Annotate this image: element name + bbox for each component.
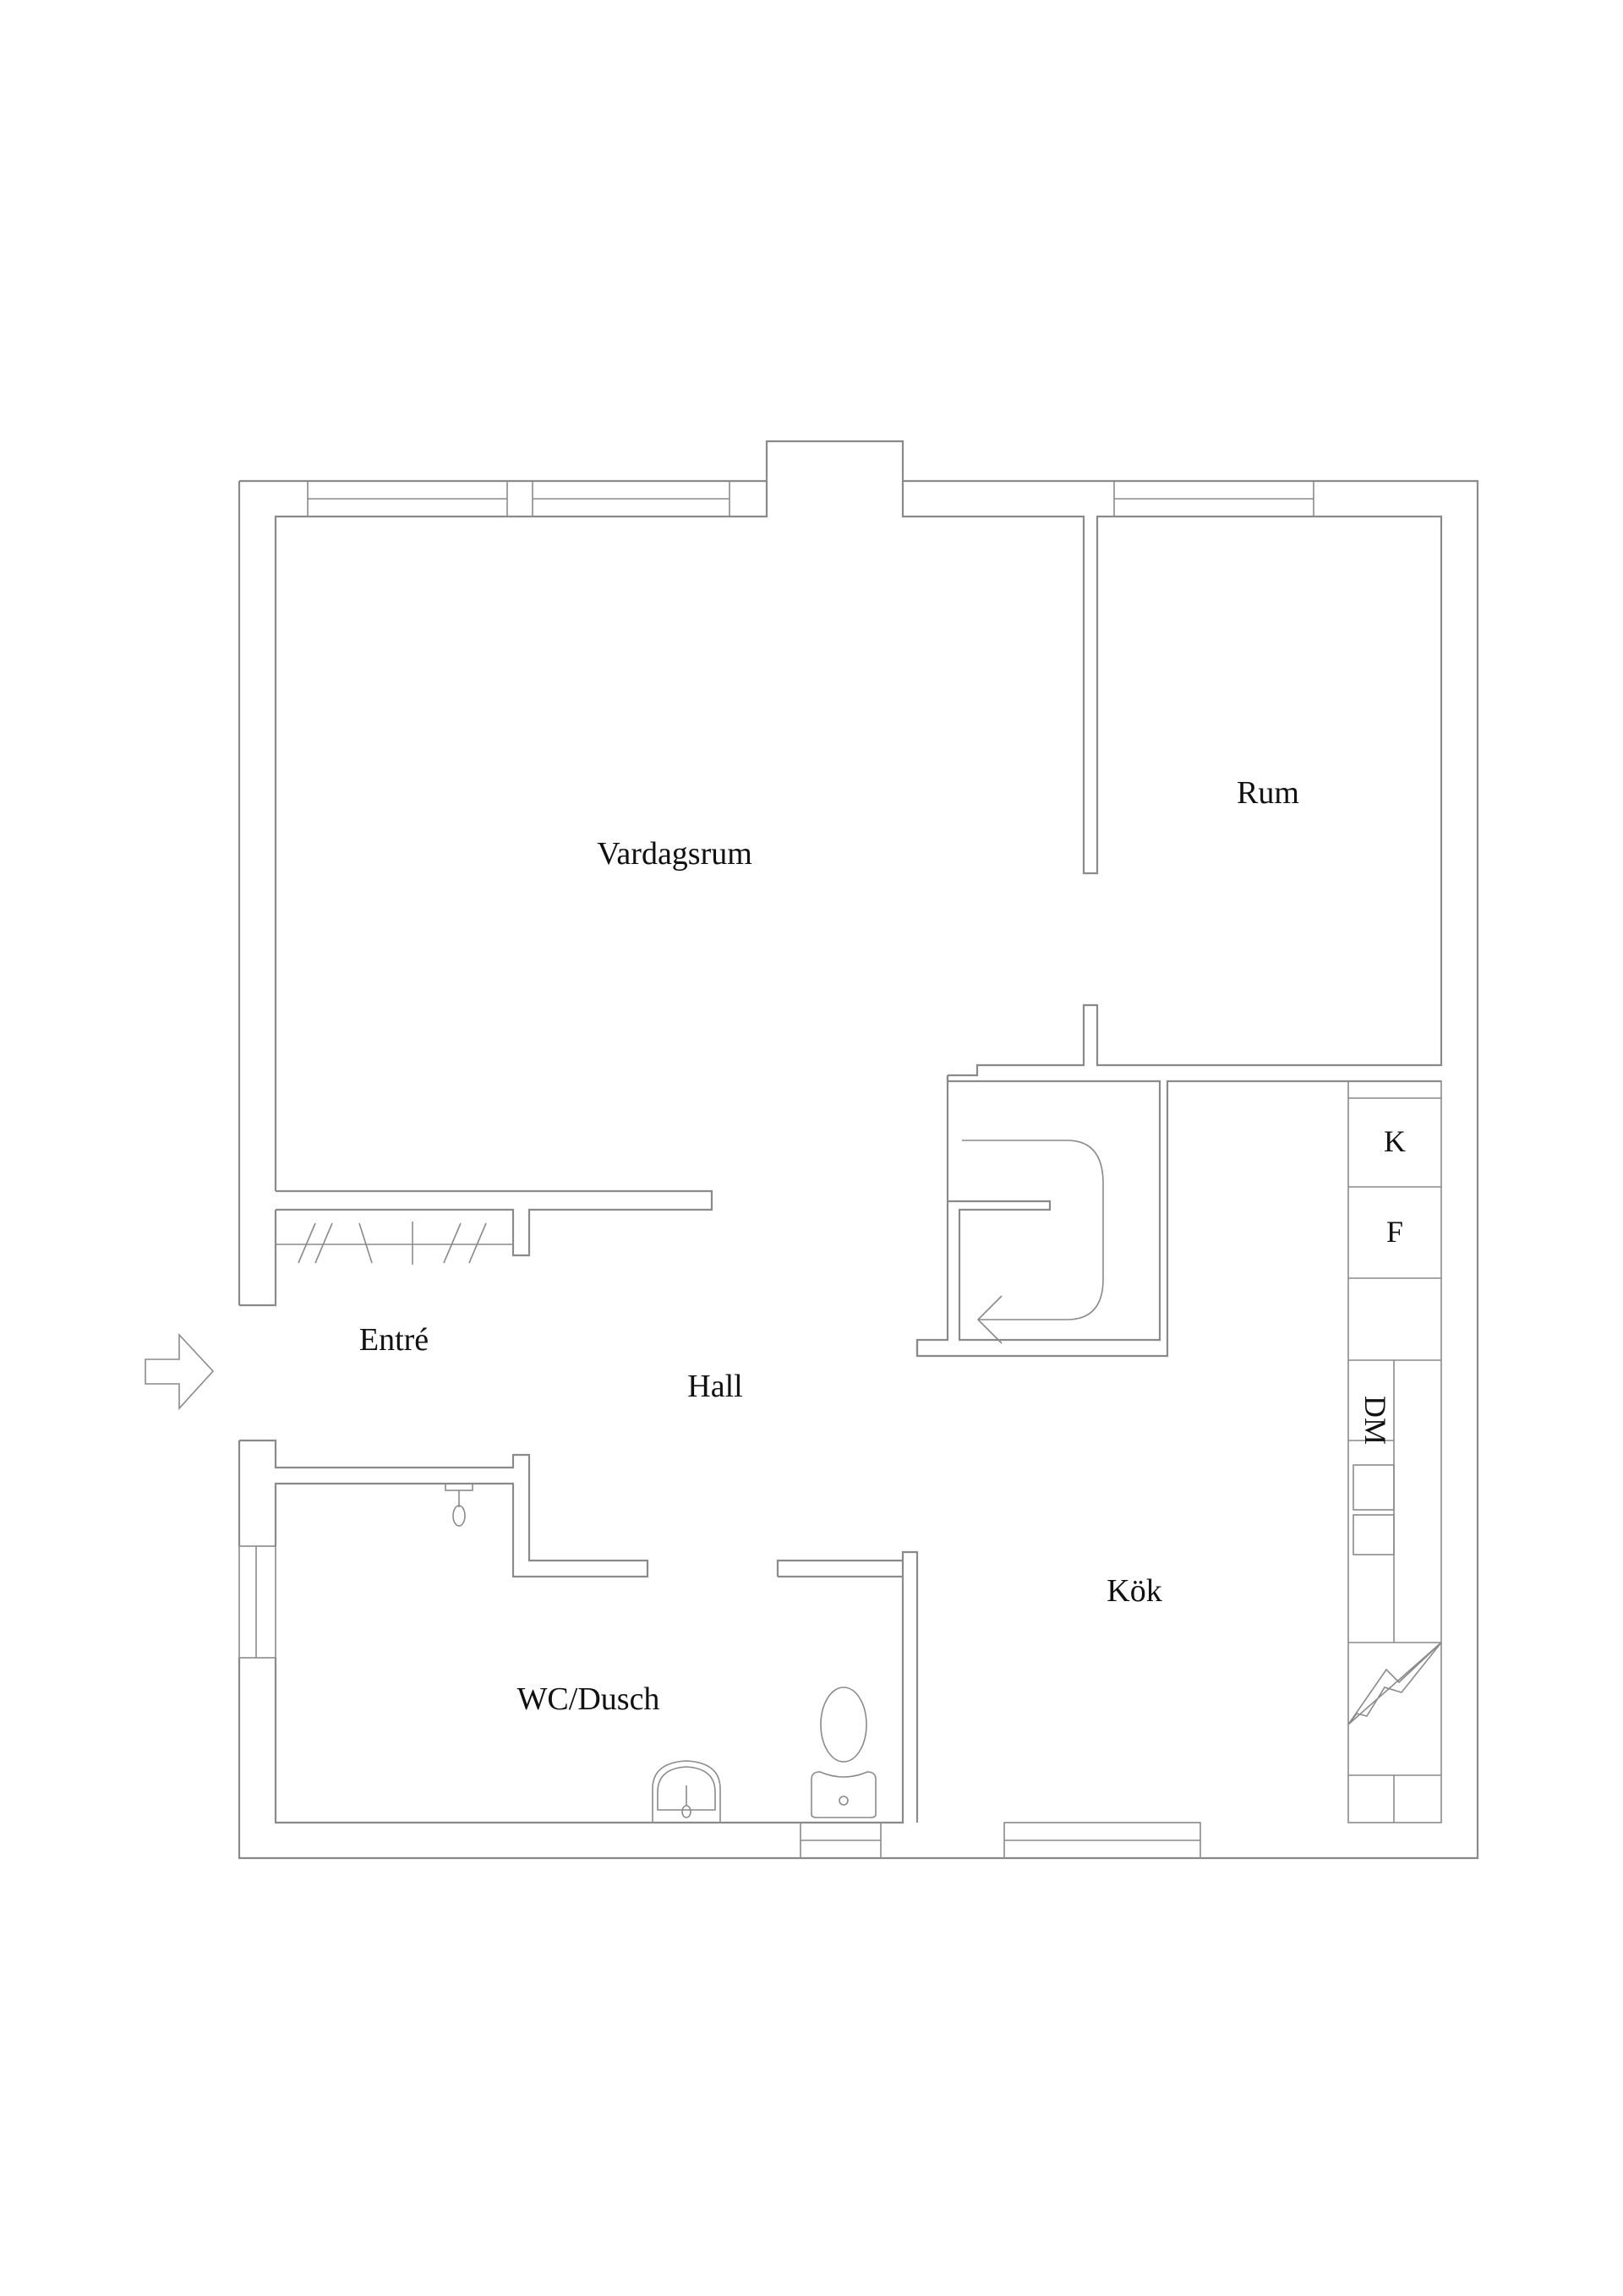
sink-icon: [652, 1760, 721, 1823]
window-vardagsrum-2: [532, 480, 730, 517]
appliance-label-kyl: K: [1384, 1124, 1406, 1158]
toilet-icon: [811, 1686, 877, 1818]
room-label-wc-dusch: WC/Dusch: [516, 1681, 660, 1717]
room-label-vardagsrum: Vardagsrum: [597, 836, 752, 872]
appliance-label-diskmaskin: DM: [1358, 1395, 1392, 1446]
room-label-kok: Kök: [1107, 1573, 1162, 1609]
shower-icon: [445, 1483, 473, 1527]
stairwell: [915, 1075, 1441, 1358]
wall-entre-top: [239, 1189, 713, 1307]
stair-direction-icon: [962, 1140, 1104, 1344]
stove-icon: [1347, 1642, 1442, 1725]
room-label-hall: Hall: [687, 1369, 743, 1404]
entrance-arrow-icon: [145, 1332, 215, 1411]
kitchen-counter: [1347, 1080, 1442, 1823]
room-label-rum: Rum: [1237, 775, 1299, 811]
wall-wc: [238, 1439, 919, 1824]
appliance-label-frys: F: [1385, 1215, 1404, 1249]
window-rum: [1113, 480, 1314, 517]
outer-walls: [238, 440, 1479, 1860]
window-kok: [1003, 1822, 1201, 1859]
room-label-entre: Entré: [358, 1322, 429, 1358]
window-vardagsrum-1: [307, 480, 508, 517]
window-wc: [800, 1822, 882, 1859]
